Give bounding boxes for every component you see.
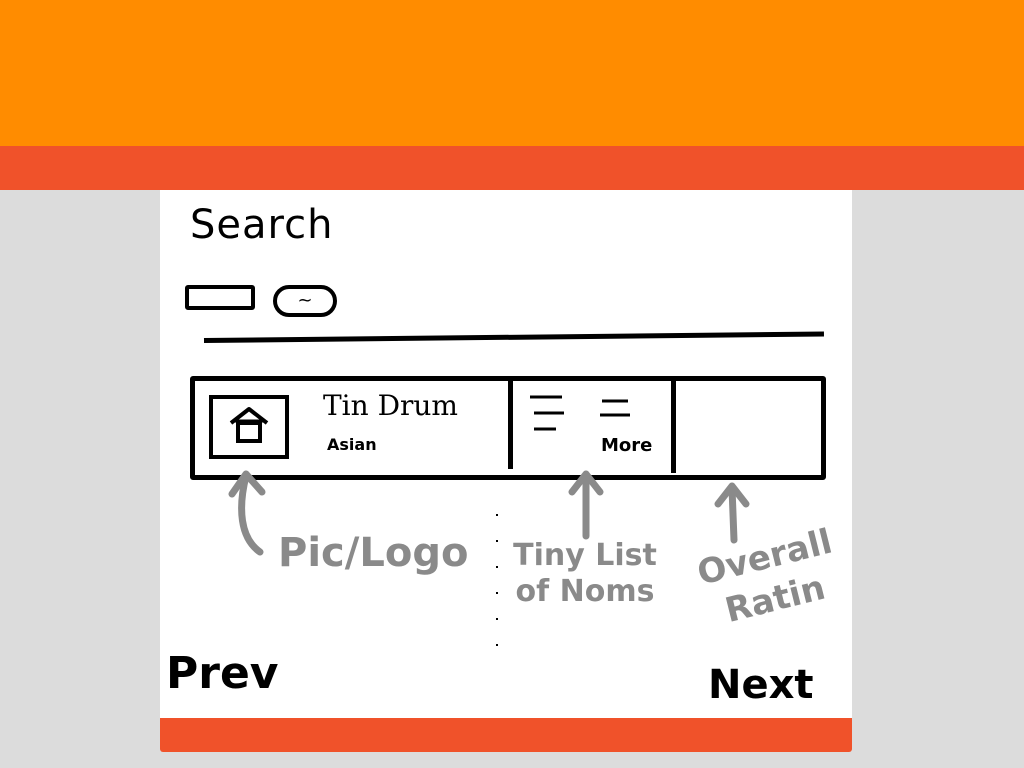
cuisine-label: Asian xyxy=(327,435,377,454)
restaurant-name[interactable]: Tin Drum xyxy=(323,389,458,422)
result-card[interactable]: Tin Drum Asian More xyxy=(190,376,826,480)
arrow-up-icon xyxy=(228,470,266,556)
search-input[interactable] xyxy=(185,285,255,310)
search-button[interactable]: ~ xyxy=(273,285,337,317)
prev-button[interactable]: Prev xyxy=(166,648,279,699)
overall-rating-area xyxy=(676,381,821,475)
next-button[interactable]: Next xyxy=(708,662,814,708)
logo-box[interactable] xyxy=(209,395,289,459)
arrow-up-icon xyxy=(568,470,604,540)
search-title: Search xyxy=(190,202,334,248)
column-divider xyxy=(671,379,676,473)
annotation-noms-list: Tiny List of Noms xyxy=(513,538,657,609)
squiggle-icon: ~ xyxy=(297,290,313,311)
noms-list xyxy=(530,395,630,431)
annotation-pic-logo: Pic/Logo xyxy=(278,530,469,576)
house-icon xyxy=(229,407,269,443)
more-link[interactable]: More xyxy=(601,435,653,456)
app-subheader-bar xyxy=(0,146,1024,190)
arrow-up-icon xyxy=(714,482,750,544)
content-panel: Search ~ Tin Drum Asian More xyxy=(160,190,852,718)
app-footer-bar xyxy=(160,718,852,752)
app-header-bar xyxy=(0,0,1024,146)
section-divider xyxy=(203,331,824,343)
column-divider xyxy=(508,379,513,469)
dotted-guide xyxy=(496,514,502,654)
